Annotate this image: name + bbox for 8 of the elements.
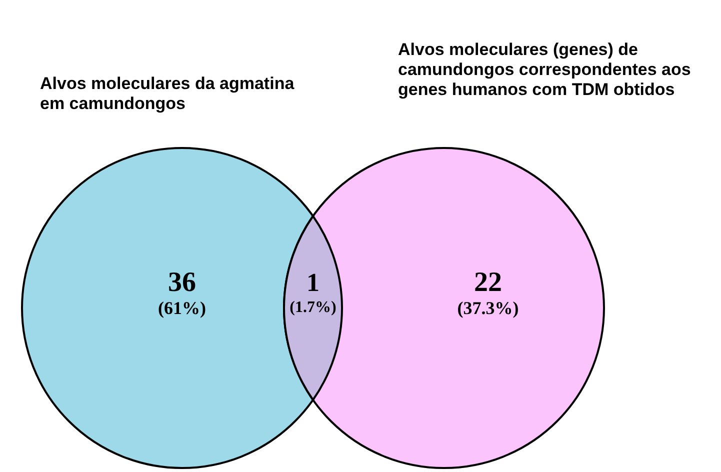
- percentage-label: (37.3%): [456, 298, 520, 318]
- count-label: 1: [306, 268, 320, 298]
- percentage-label: (61%): [157, 298, 207, 318]
- count-label: 22: [473, 268, 503, 298]
- set-heading: Alvos moleculares da agmatina em camundongos: [40, 74, 296, 114]
- count-label: 36: [167, 268, 197, 298]
- percentage-label: (1.7%): [288, 298, 338, 318]
- set-heading: Alvos moleculares (genes) de camundongos correspondentes aos genes humanos com TDM obtidos: [398, 40, 692, 100]
